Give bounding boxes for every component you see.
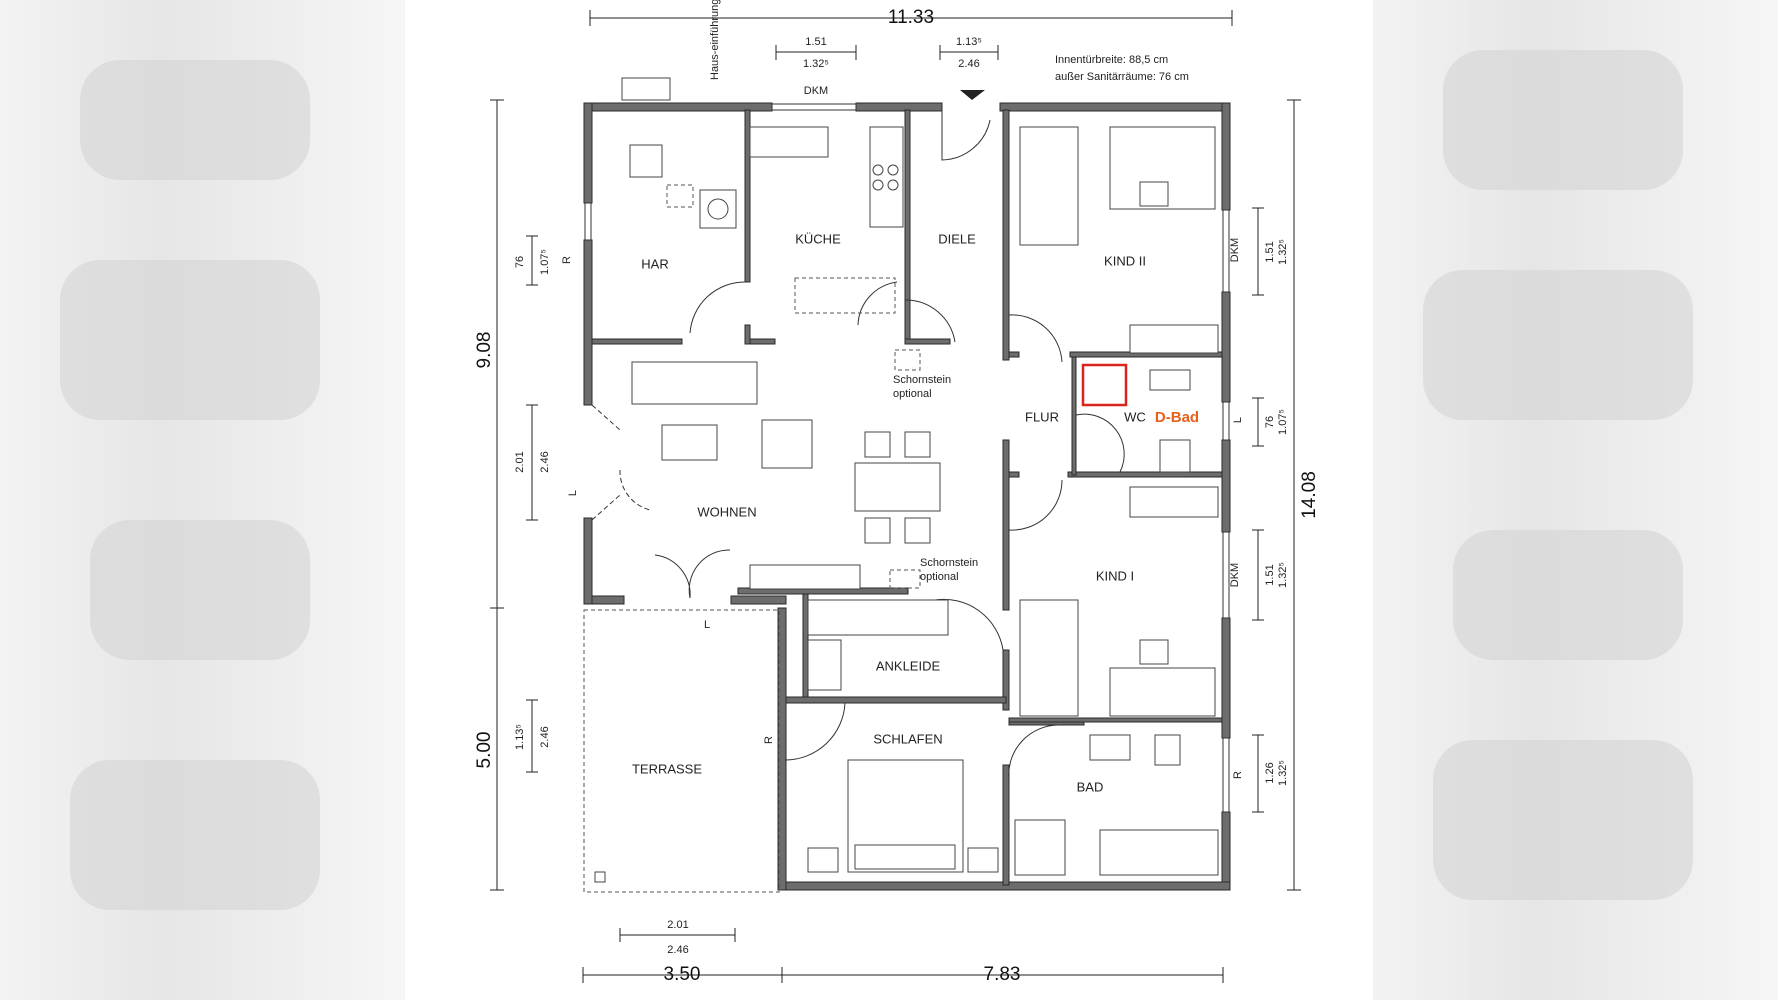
dim-right-w1-a: 1.51 bbox=[1264, 241, 1276, 262]
misc-labels: Innentürbreite: 88,5 cm außer Sanitärräu… bbox=[561, 0, 1244, 779]
dim-right-w4-a: 1.26 bbox=[1264, 762, 1276, 783]
dim-bottom-w-b: 2.46 bbox=[667, 944, 688, 956]
dim-left-w3-b: 2.46 bbox=[539, 726, 551, 747]
room-bad: BAD bbox=[1077, 779, 1104, 794]
dim-top-door-a: 1.13⁵ bbox=[956, 36, 982, 48]
label-optional-2: optional bbox=[920, 571, 959, 583]
room-flur: FLUR bbox=[1025, 409, 1059, 424]
dim-right-w4-b: 1.32⁵ bbox=[1277, 760, 1289, 786]
dim-top-door-b: 2.46 bbox=[958, 58, 979, 70]
dim-total-width: 11.33 bbox=[888, 7, 934, 28]
walls bbox=[583, 102, 1231, 891]
label-l-right: L bbox=[1232, 417, 1244, 423]
room-ankleide: ANKLEIDE bbox=[876, 658, 941, 673]
label-r-ankleide: R bbox=[763, 736, 775, 744]
dim-left-w2-b: 2.46 bbox=[539, 451, 551, 472]
dim-right-w3-b: 1.32⁵ bbox=[1277, 562, 1289, 588]
label-r-right: R bbox=[1232, 771, 1244, 779]
dimension-lines bbox=[490, 10, 1301, 983]
note-sanitary-width: außer Sanitärräume: 76 cm bbox=[1055, 71, 1189, 83]
room-kind1: KIND I bbox=[1096, 568, 1134, 583]
furniture bbox=[583, 77, 1219, 893]
dim-top-win-b: 1.32⁵ bbox=[803, 58, 829, 70]
note-door-width: Innentürbreite: 88,5 cm bbox=[1055, 54, 1168, 66]
blurred-left-margin bbox=[0, 0, 405, 1000]
label-schornstein-1: Schornstein bbox=[893, 374, 951, 386]
label-dkm-top: DKM bbox=[804, 85, 828, 97]
room-dbad: D-Bad bbox=[1155, 409, 1199, 426]
label-dkm-right-2: DKM bbox=[1229, 563, 1241, 587]
dim-bottom-left: 3.50 bbox=[664, 964, 701, 985]
label-r-left: R bbox=[561, 256, 573, 264]
label-l-left: L bbox=[567, 490, 579, 496]
room-wc: WC bbox=[1124, 409, 1146, 424]
windows bbox=[584, 103, 1230, 813]
label-l-bottom: L bbox=[704, 619, 710, 631]
dim-left-w2-a: 2.01 bbox=[514, 451, 526, 472]
blurred-right-margin bbox=[1373, 0, 1778, 1000]
floor-plan: HAR KÜCHE DIELE KIND II FLUR WC D-Bad WO… bbox=[405, 0, 1373, 1000]
dim-left-w1-a: 76 bbox=[514, 256, 526, 268]
room-terrasse: TERRASSE bbox=[632, 761, 702, 776]
dim-bottom-right: 7.83 bbox=[984, 964, 1021, 985]
room-labels: HAR KÜCHE DIELE KIND II FLUR WC D-Bad WO… bbox=[632, 231, 1199, 794]
dim-left-total: 9.08 bbox=[474, 332, 495, 369]
entrance-arrow-icon bbox=[960, 90, 985, 100]
label-optional-1: optional bbox=[893, 388, 932, 400]
label-schornstein-2: Schornstein bbox=[920, 557, 978, 569]
dim-left-w1-b: 1.07⁵ bbox=[539, 249, 551, 275]
label-dkm-right-1: DKM bbox=[1229, 238, 1241, 262]
room-schlafen: SCHLAFEN bbox=[873, 731, 942, 746]
dim-top-win-a: 1.51 bbox=[805, 36, 826, 48]
room-har: HAR bbox=[641, 256, 668, 271]
doors bbox=[591, 111, 1125, 781]
dim-right-w2-a: 76 bbox=[1264, 416, 1276, 428]
dimension-text: 11.33 1.51 1.32⁵ 1.13⁵ 2.46 9.08 5.00 76… bbox=[474, 7, 1320, 985]
dim-bottom-w-a: 2.01 bbox=[667, 919, 688, 931]
label-hauseinfuehrungen: Haus-einführungen bbox=[709, 0, 721, 80]
dim-right-total: 14.08 bbox=[1299, 471, 1320, 519]
dim-left-w3-a: 1.13⁵ bbox=[514, 724, 526, 750]
room-wohnen: WOHNEN bbox=[697, 504, 756, 519]
dim-left-bottom: 5.00 bbox=[474, 732, 495, 769]
room-kind2: KIND II bbox=[1104, 253, 1146, 268]
dim-right-w1-b: 1.32⁵ bbox=[1277, 239, 1289, 265]
dim-right-w2-b: 1.07⁵ bbox=[1277, 409, 1289, 435]
dim-right-w3-a: 1.51 bbox=[1264, 564, 1276, 585]
room-kueche: KÜCHE bbox=[795, 231, 841, 246]
room-diele: DIELE bbox=[938, 231, 976, 246]
